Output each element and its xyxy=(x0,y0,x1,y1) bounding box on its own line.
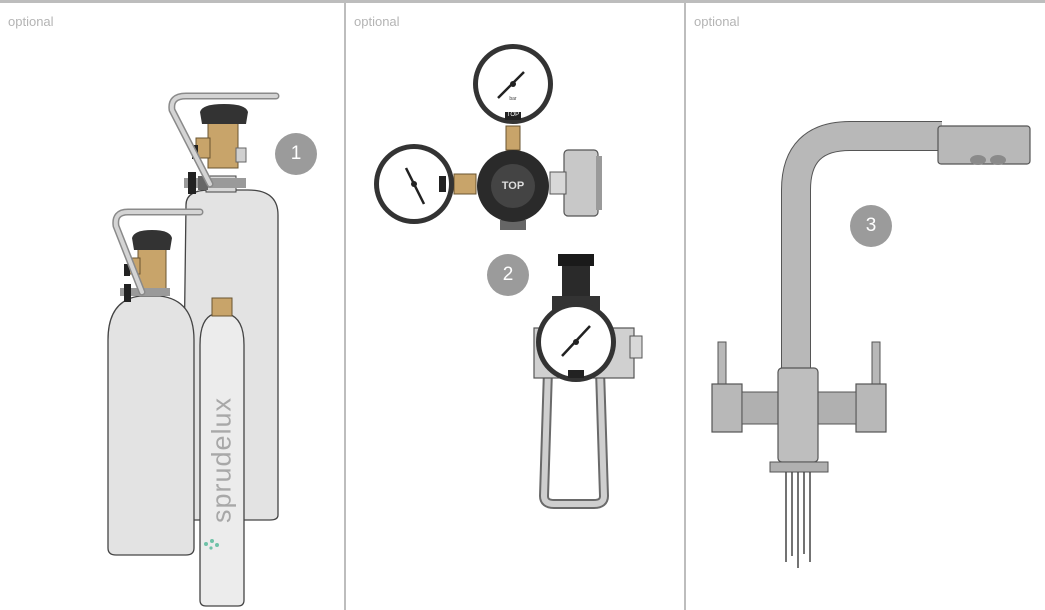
bracket-regulator xyxy=(534,254,642,504)
step-badge-1: 1 xyxy=(275,133,317,175)
regulators-illustration xyxy=(346,0,686,610)
gauge-brand-label: TOP xyxy=(504,112,522,118)
three-way-faucet xyxy=(712,126,1030,568)
regulator-brand-label: TOP xyxy=(496,180,530,192)
step-badge-2: 2 xyxy=(487,254,529,296)
panel-faucet[interactable]: optional 3 xyxy=(686,0,1045,610)
panel-co2-cylinders[interactable]: optional xyxy=(0,0,346,610)
gauge-unit-label: bar xyxy=(506,96,520,102)
dual-gauge-regulator xyxy=(374,44,602,230)
step-badge-3: 3 xyxy=(850,205,892,247)
panel-pressure-regulators[interactable]: optional xyxy=(346,0,686,610)
sprudelux-logo-text: sprudelux xyxy=(207,397,238,523)
faucet-illustration xyxy=(686,0,1045,610)
co2-cylinders-illustration xyxy=(0,0,346,610)
